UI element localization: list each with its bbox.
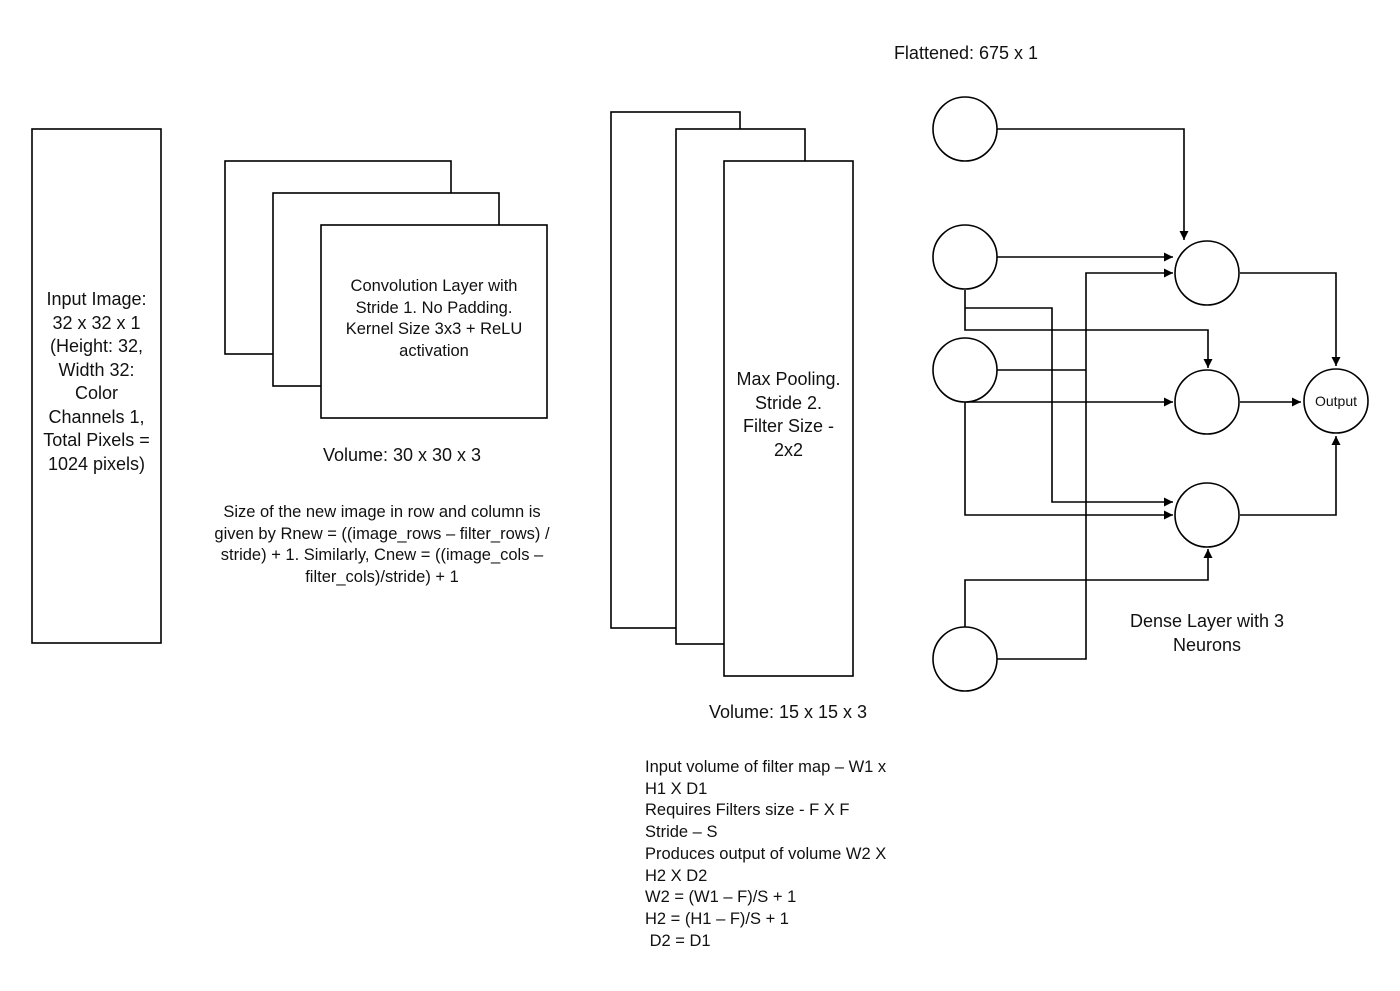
conv-volume-label: Volume: 30 x 30 x 3 (322, 445, 482, 465)
dense-neuron-2 (1174, 369, 1240, 435)
edge-flat2-dense3 (965, 307, 1173, 507)
conv-formula-text: Size of the new image in row and column … (214, 503, 550, 587)
pool-map-front (723, 160, 854, 677)
dense-neuron-3 (1174, 482, 1240, 548)
output-label: Output (1314, 393, 1358, 409)
max-pooling-label: Max Pooling. Stride 2. Filter Size - 2x2 (736, 369, 841, 460)
flattened-node-2 (932, 224, 998, 290)
pool-volume-label: Volume: 15 x 15 x 3 (708, 702, 868, 722)
conv-layer-label: Convolution Layer with Stride 1. No Padd… (345, 277, 523, 360)
pool-formula-text: Input volume of filter map – W1 x H1 X D… (645, 758, 887, 950)
dense-neuron-1 (1174, 240, 1240, 306)
flattened-node-1 (932, 96, 998, 162)
dense-layer-label: Dense Layer with 3 Neurons (1129, 611, 1285, 655)
input-image-label: Input Image: 32 x 32 x 1 (Height: 32, Wi… (43, 289, 150, 474)
edge-dense3-output (1240, 436, 1341, 516)
output-neuron (1303, 368, 1369, 434)
input-image-box (31, 128, 162, 644)
edge-flat4-dense1 (997, 268, 1173, 660)
edge-dense1-output (1240, 272, 1341, 366)
flattened-node-4 (932, 626, 998, 692)
edge-flat1-dense1 (997, 128, 1189, 240)
flattened-label: Flattened: 675 x 1 (893, 43, 1039, 63)
flattened-node-3 (932, 337, 998, 403)
conv-feature-map-front (320, 224, 548, 419)
edge-flat3-dense3 (964, 402, 1173, 520)
